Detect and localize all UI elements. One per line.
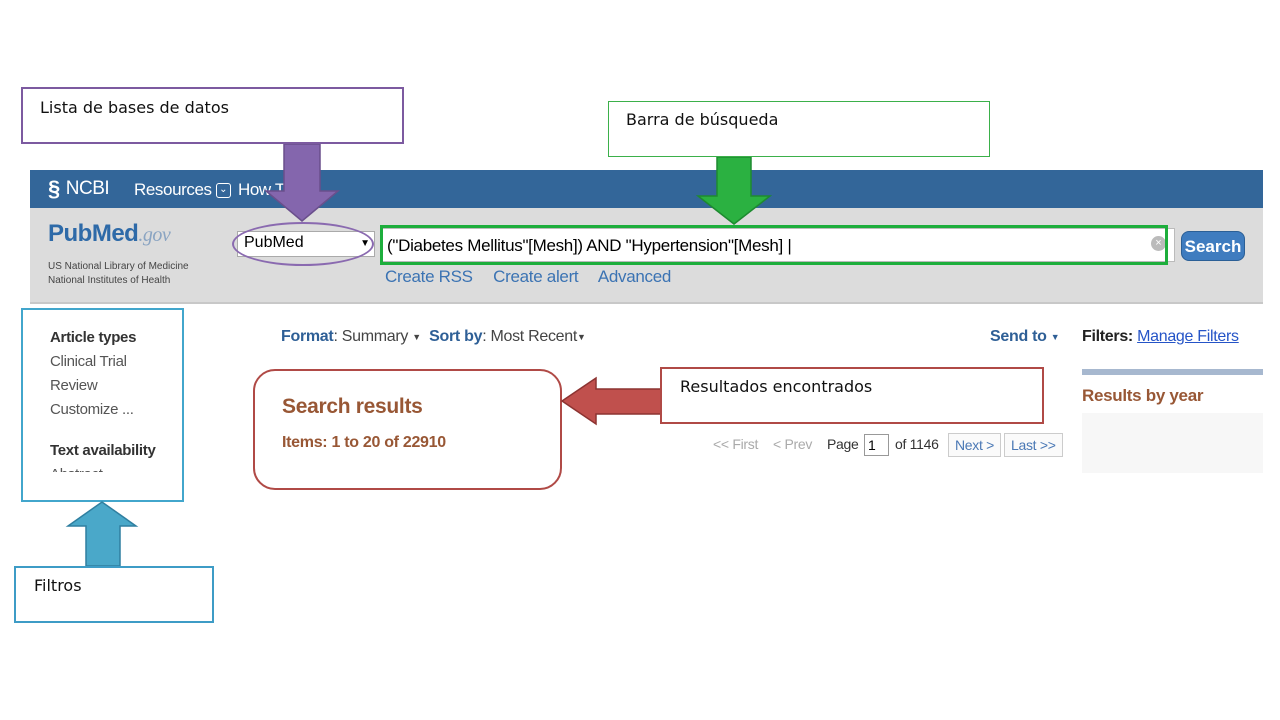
blue-up-arrow xyxy=(65,501,139,567)
search-sublinks: Create RSS Create alert Advanced xyxy=(385,267,687,287)
pager-prev[interactable]: < Prev xyxy=(773,436,813,452)
ncbi-helix-icon: § xyxy=(48,176,60,201)
pager-last-button[interactable]: Last >> xyxy=(1004,433,1063,457)
results-highlight xyxy=(253,369,562,490)
text-availability-heading: Text availability xyxy=(50,442,156,459)
purple-down-arrow xyxy=(263,143,341,222)
annotation-filters: Filtros xyxy=(14,566,214,623)
filter-abstract[interactable]: Abstract xyxy=(50,463,156,472)
create-rss-link[interactable]: Create RSS xyxy=(385,267,473,286)
pager-of-total: of 1146 xyxy=(895,436,939,452)
results-by-year-chart xyxy=(1082,413,1263,473)
chevron-down-icon: ⌄ xyxy=(215,183,231,199)
filters-sidebar: Article types Clinical Trial Review Cust… xyxy=(21,308,184,472)
search-bar-highlight xyxy=(380,225,1168,265)
pager-first[interactable]: << First xyxy=(713,436,759,452)
manage-filters-link[interactable]: Manage Filters xyxy=(1137,328,1239,345)
search-input[interactable]: ("Diabetes Mellitus"[Mesh]) AND "Hyperte… xyxy=(380,228,1175,262)
annotation-search-bar: Barra de búsqueda xyxy=(608,101,990,157)
article-types-heading: Article types xyxy=(50,329,137,346)
caret-down-icon: ▼ xyxy=(577,331,586,342)
filter-customize[interactable]: Customize ... xyxy=(50,401,134,418)
resources-menu[interactable]: Resources⌄ xyxy=(134,180,231,200)
pubmed-logo[interactable]: PubMed.gov xyxy=(48,220,171,247)
display-settings[interactable]: Format: Summary ▼ Sort by: Most Recent▼ xyxy=(281,328,586,345)
search-header: PubMed.gov US National Library of Medici… xyxy=(30,208,1263,304)
search-results-title: Search results xyxy=(282,395,423,418)
advanced-link[interactable]: Advanced xyxy=(597,267,672,286)
red-left-arrow xyxy=(560,376,663,426)
database-highlight-ellipse xyxy=(232,222,374,266)
pubmed-subtitle: US National Library of Medicine National… xyxy=(48,261,189,286)
filter-clinical-trial[interactable]: Clinical Trial xyxy=(50,353,127,370)
text-cursor: | xyxy=(782,236,792,255)
results-by-year-heading[interactable]: Results by year xyxy=(1082,386,1204,405)
green-down-arrow xyxy=(695,156,773,225)
filters-panel-header: Filters: Manage Filters xyxy=(1082,328,1239,345)
caret-down-icon: ▼ xyxy=(412,331,421,342)
annotation-databases: Lista de bases de datos xyxy=(21,87,404,144)
annotation-results: Resultados encontrados xyxy=(660,367,1044,424)
pager-page-label: Page xyxy=(827,436,859,452)
page-number-input[interactable]: 1 xyxy=(864,434,889,456)
create-alert-link[interactable]: Create alert xyxy=(493,267,579,286)
clear-search-icon[interactable]: × xyxy=(1151,236,1166,251)
pager-next-button[interactable]: Next > xyxy=(948,433,1002,457)
results-count: Items: 1 to 20 of 22910 xyxy=(282,434,446,451)
results-by-year-divider xyxy=(1082,369,1263,375)
ncbi-logo[interactable]: § NCBI xyxy=(48,176,110,201)
filters-highlight xyxy=(21,308,184,502)
caret-down-icon: ▼ xyxy=(1050,331,1060,342)
filter-review[interactable]: Review xyxy=(50,377,98,394)
search-button[interactable]: Search xyxy=(1181,231,1245,261)
send-to-menu[interactable]: Send to ▼ xyxy=(990,328,1060,345)
